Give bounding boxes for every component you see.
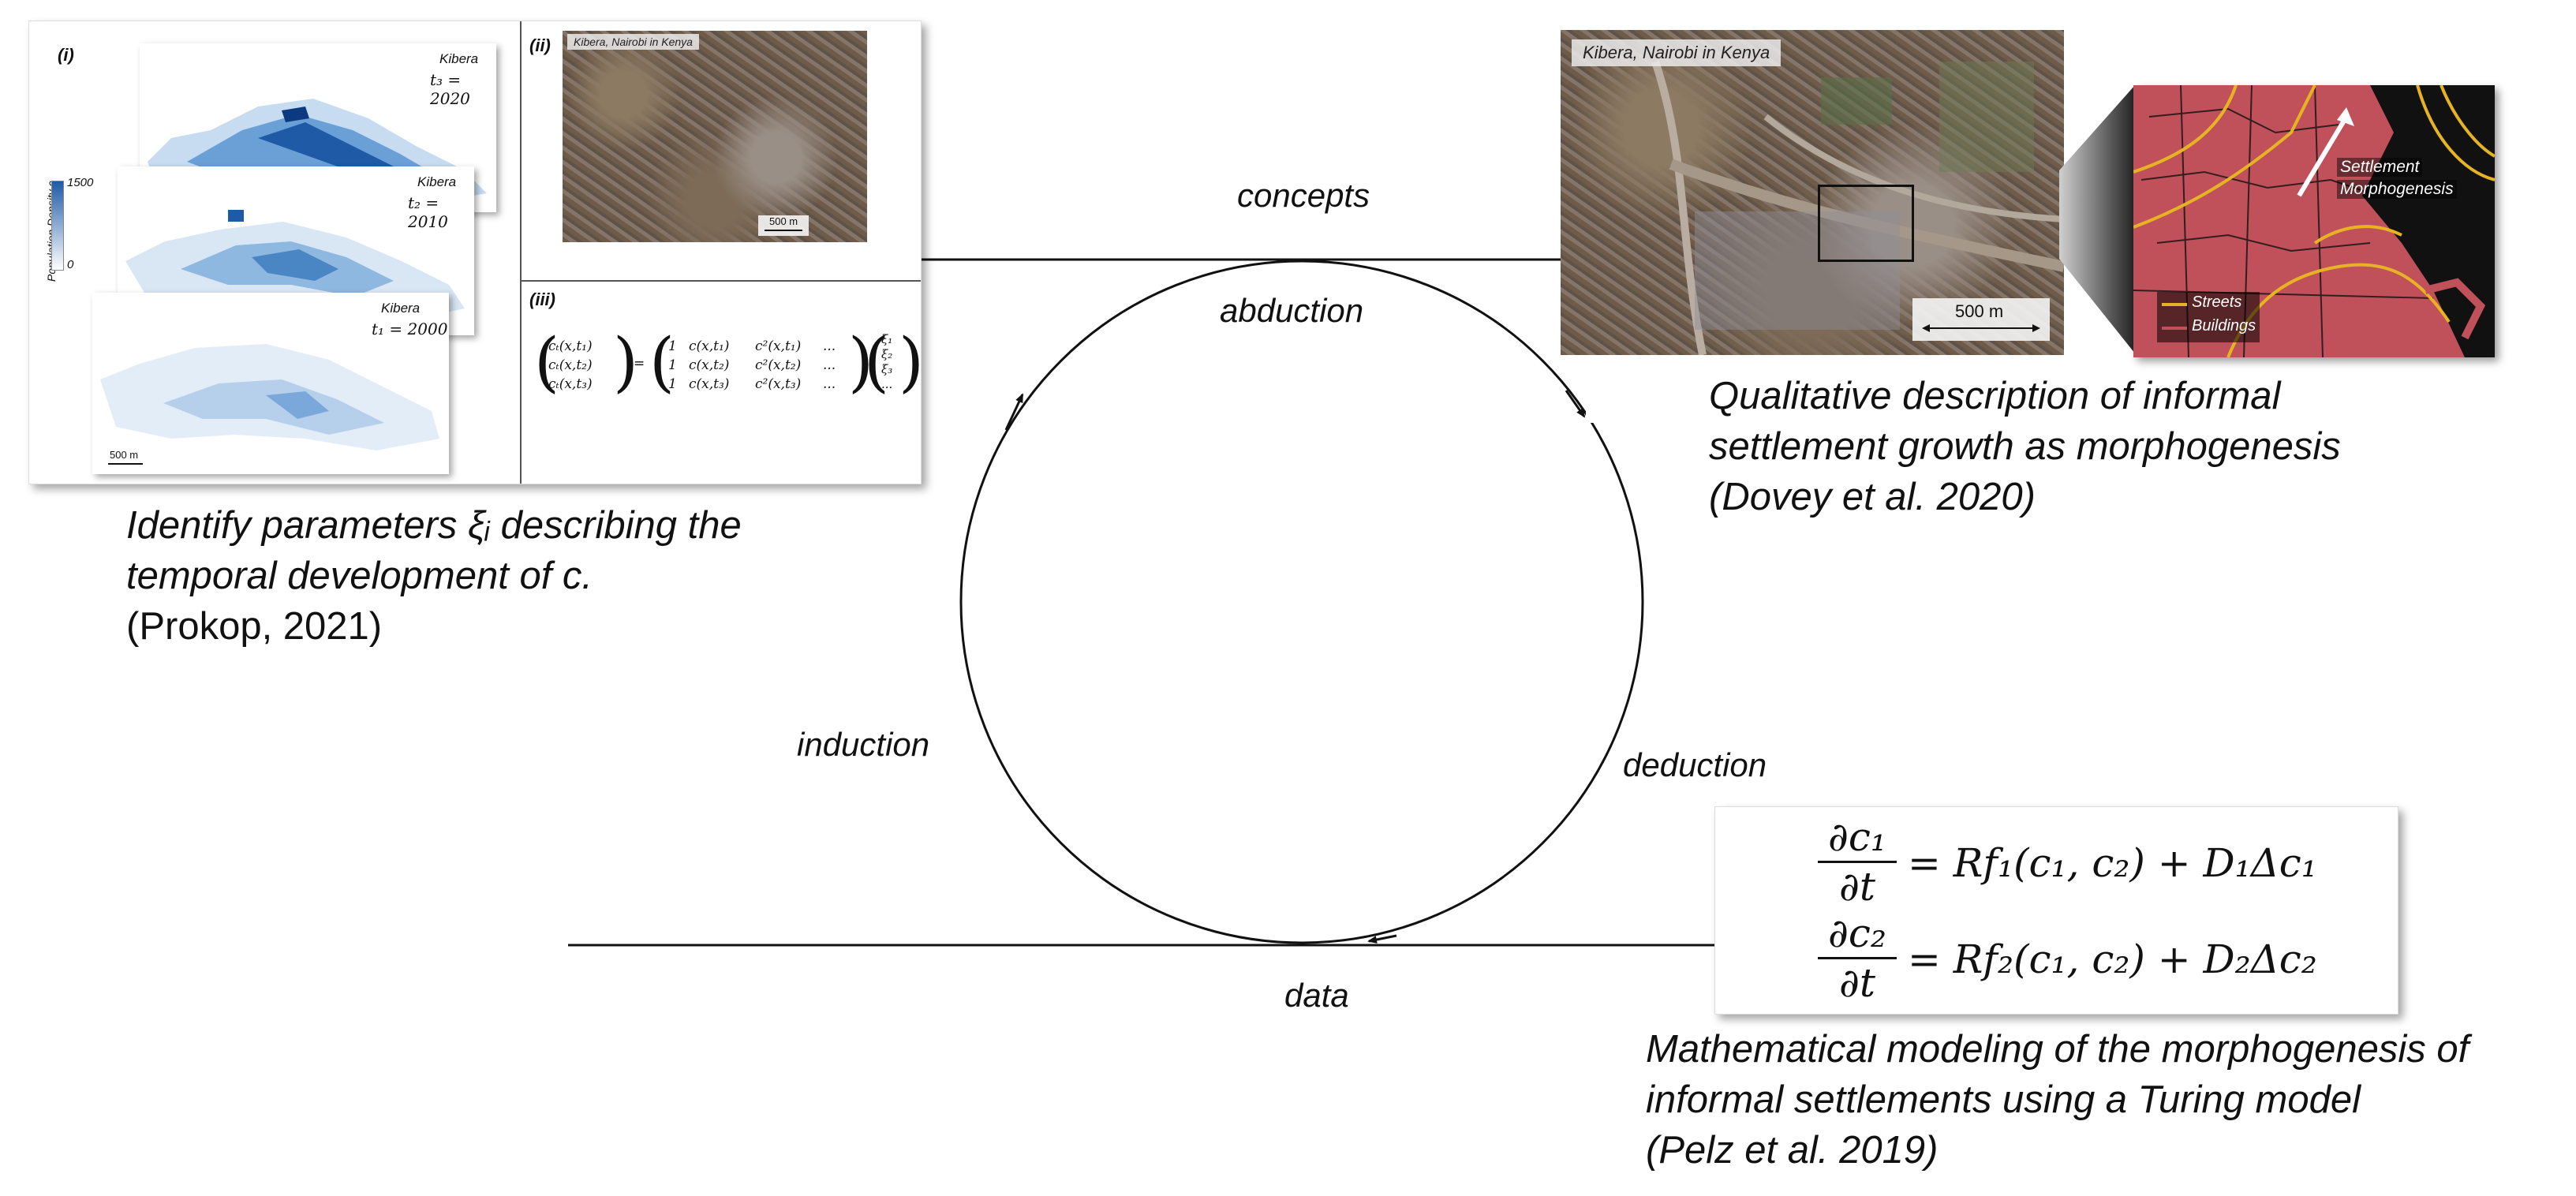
aerial-large-scale-label: 500 m [1955, 301, 2004, 321]
parameter-identification-panel: (i) (ii) (iii) Population Density c 1500… [28, 21, 924, 484]
colorbar-max: 1500 [67, 176, 94, 189]
legend-streets-label: Streets [2192, 293, 2242, 311]
density-heatmap-2000 [100, 344, 439, 450]
matrix-close-paren: ) [848, 325, 873, 400]
matrix-row: 1 c(x,t₁) c²(x,t₁) ... [668, 338, 836, 354]
abduction-label: abduction [1220, 292, 1364, 329]
eq2-fraction: ∂c₂ ∂t [1818, 911, 1897, 1005]
panel-iii-tag: (iii) [529, 290, 555, 309]
map-place-2020: Kibera [439, 51, 479, 66]
colorbar [51, 181, 64, 271]
eq1-numerator: ∂c₁ [1828, 814, 1886, 860]
lhs-entry: cₜ(x,t₃) [548, 376, 593, 392]
data-label: data [1284, 977, 1349, 1014]
map-place-2010: Kibera [417, 174, 457, 189]
caption-tl-line1: Identify parameters ξᵢ describing the [126, 504, 742, 547]
matrix-row: 1 c(x,t₂) c²(x,t₂) ... [668, 357, 836, 373]
map-legend: Streets Buildings [2157, 292, 2260, 342]
deduction-arrow [1367, 934, 1397, 944]
turing-equation-box: ∂c₁ ∂t = Rf₁(c₁, c₂) + D₁Δc₁ ∂c₂ ∂t = Rf… [1714, 806, 2398, 1015]
parameter-entry: ξ₁ [881, 332, 893, 346]
aerial-features [1651, 60, 2064, 355]
caption-tl-line2: temporal development of c. [126, 555, 593, 597]
density-map-2000: Kibera t₁ = 2000 500 m [92, 293, 449, 474]
lhs-entry: cₜ(x,t₁) [548, 338, 593, 354]
parameter-entry: ... [881, 377, 893, 391]
map-time-2000: t₁ = 2000 [372, 320, 448, 338]
parameter-entry: ξ₂ [881, 347, 893, 361]
arrow-label-line1: Settlement [2337, 158, 2423, 177]
kibera-aerial-large: Kibera, Nairobi in Kenya 500 m [1561, 30, 2064, 355]
zoom-connector [2059, 85, 2135, 353]
vector-open-paren: ( [864, 325, 889, 400]
aerial-large-scale-bar [1922, 324, 2040, 332]
lhs-entry: cₜ(x,t₂) [548, 357, 593, 373]
eq1-denominator: ∂t [1839, 864, 1875, 910]
eq1-rhs: = Rf₁(c₁, c₂) + D₁Δc₁ [1908, 840, 2317, 886]
parameter-entry: ξ₃ [881, 362, 893, 376]
panel-divider-horizontal [520, 280, 921, 282]
parameter-vector: ξ₁ ξ₂ ξ₃ ... [881, 332, 892, 392]
panel-i-tag: (i) [58, 45, 74, 65]
map-time-2010: t₂ = 2010 [408, 193, 448, 231]
panel-ii-tag: (ii) [529, 36, 551, 55]
map-scale-bar [108, 463, 143, 465]
legend-streets-swatch [2162, 303, 2187, 306]
arrow-label-line2: Morphogenesis [2337, 180, 2457, 199]
caption-tr-line3: (Dovey et al. 2020) [1709, 476, 2036, 518]
caption-tr-line2: settlement growth as morphogenesis [1709, 425, 2341, 468]
caption-br-line3: (Pelz et al. 2019) [1646, 1129, 1939, 1172]
panel-divider-vertical [520, 21, 522, 484]
eq2-numerator: ∂c₂ [1828, 910, 1886, 956]
cycle-circle [959, 260, 1644, 944]
caption-tr-line1: Qualitative description of informal [1709, 375, 2281, 417]
caption-tl-line3: (Prokop, 2021) [126, 605, 383, 648]
caption-br-line2: informal settlements using a Turing mode… [1646, 1078, 2361, 1121]
matrix-row: 1 c(x,t₃) c²(x,t₃) ... [668, 376, 836, 392]
caption-qualitative-description: Qualitative description of informal sett… [1709, 371, 2341, 522]
matrix-open-paren: ( [649, 325, 675, 400]
kibera-aerial-small: Kibera, Nairobi in Kenya 500 m [563, 31, 867, 242]
induction-arrow [1004, 393, 1024, 431]
caption-br-line1: Mathematical modeling of the morphogenes… [1646, 1028, 2469, 1071]
zoom-region-box [1818, 185, 1914, 262]
lhs-open-paren: ( [534, 325, 559, 400]
map-time-2020: t₃ = 2020 [430, 70, 470, 108]
equals-sign: = [634, 356, 645, 372]
map-place-2000: Kibera [381, 301, 421, 316]
colorbar-min: 0 [67, 258, 74, 271]
aerial-small-scale: 500 m [758, 215, 809, 236]
eq1-fraction: ∂c₁ ∂t [1818, 815, 1897, 909]
eq2-rhs: = Rf₂(c₁, c₂) + D₂Δc₂ [1908, 936, 2317, 982]
concepts-label: concepts [1237, 177, 1370, 214]
lhs-vector: cₜ(x,t₁) cₜ(x,t₂) cₜ(x,t₃) [548, 337, 593, 394]
map-scale-label: 500 m [110, 449, 139, 461]
building-street-map: Settlement Morphogenesis Streets Buildin… [2133, 85, 2495, 357]
vector-close-paren: ) [899, 325, 924, 400]
legend-buildings-label: Buildings [2192, 317, 2256, 335]
deduction-label: deduction [1623, 746, 1767, 783]
lhs-close-paren: ) [613, 325, 638, 400]
aerial-small-scale-label: 500 m [769, 215, 798, 227]
eq2-denominator: ∂t [1839, 960, 1875, 1006]
abduction-arrow [1565, 390, 1586, 418]
aerial-large-scale: 500 m [1912, 298, 2050, 341]
aerial-small-label: Kibera, Nairobi in Kenya [567, 34, 699, 50]
induction-label: induction [797, 726, 930, 763]
caption-parameter-identification: Identify parameters ξᵢ describing the te… [126, 500, 742, 652]
aerial-large-label: Kibera, Nairobi in Kenya [1572, 39, 1782, 66]
caption-turing-model: Mathematical modeling of the morphogenes… [1646, 1024, 2469, 1175]
design-matrix: 1 c(x,t₁) c²(x,t₁) ... 1 c(x,t₂) c²(x,t₂… [668, 337, 842, 394]
legend-buildings-swatch [2162, 327, 2187, 330]
aerial-small-scale-bar [765, 230, 802, 231]
